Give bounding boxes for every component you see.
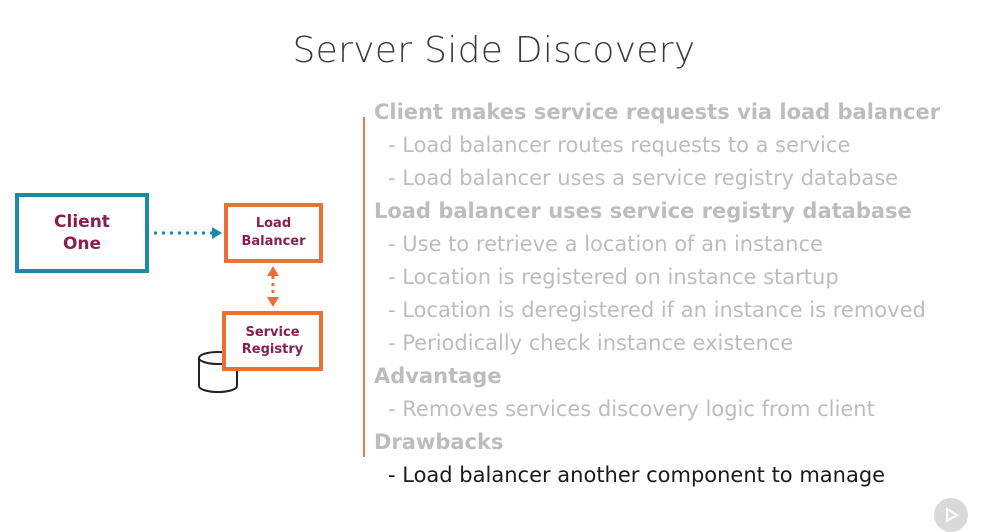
client-to-lb-arrowhead xyxy=(212,227,222,239)
service-registry-box: Service Registry xyxy=(222,311,323,371)
lb-registry-arrowhead-up xyxy=(267,266,279,276)
lb-registry-arrowhead-down xyxy=(267,297,279,307)
bullet-item: - Use to retrieve a location of an insta… xyxy=(388,232,823,256)
bullet-heading: Drawbacks xyxy=(374,430,504,454)
vertical-divider xyxy=(363,117,365,457)
bullet-item: - Location is registered on instance sta… xyxy=(388,265,839,289)
bullet-heading: Client makes service requests via load b… xyxy=(374,100,941,124)
bullet-heading: Load balancer uses service registry data… xyxy=(374,199,912,223)
registry-label-line1: Service xyxy=(245,325,300,340)
bullet-item: - Load balancer uses a service registry … xyxy=(388,166,899,190)
bullet-item: - Load balancer routes requests to a ser… xyxy=(388,133,851,157)
client-label-line1: Client xyxy=(54,212,110,232)
play-button[interactable] xyxy=(934,498,968,532)
lb-label-line2: Balancer xyxy=(241,234,306,249)
play-icon xyxy=(946,507,959,523)
bullet-item-active: - Load balancer another component to man… xyxy=(388,463,886,487)
registry-label-line2: Registry xyxy=(241,342,304,357)
bullet-item: - Periodically check instance existence xyxy=(388,331,794,355)
bullet-item: - Removes services discovery logic from … xyxy=(388,397,875,421)
client-one-box: Client One xyxy=(15,193,149,273)
bullet-item: - Location is deregistered if an instanc… xyxy=(388,298,926,322)
bullet-heading: Advantage xyxy=(374,364,502,388)
lb-label-line1: Load xyxy=(255,216,292,231)
load-balancer-box: Load Balancer xyxy=(224,203,323,263)
slide-title: Server Side Discovery xyxy=(292,30,696,71)
client-label-line2: One xyxy=(62,234,102,254)
bullet-list: Client makes service requests via load b… xyxy=(374,96,986,492)
